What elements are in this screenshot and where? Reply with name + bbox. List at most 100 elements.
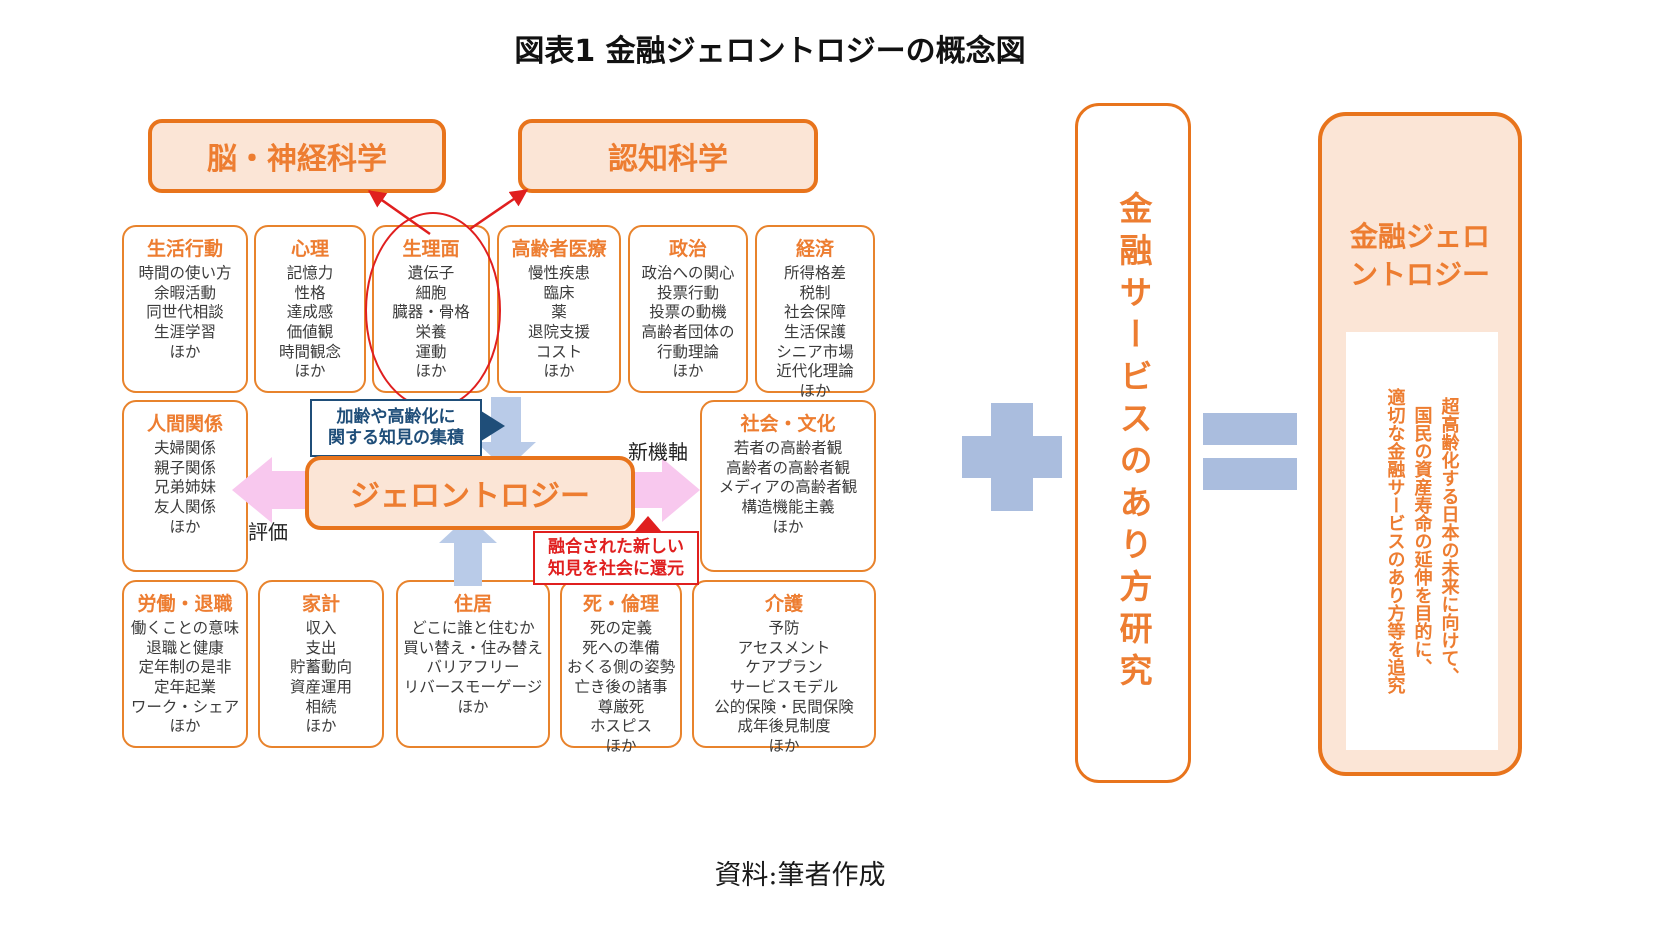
list-item: ほか xyxy=(169,717,201,736)
list-item: ケアプラン xyxy=(745,658,823,677)
source-caption: 資料:筆者作成 xyxy=(714,860,886,891)
list-item: 達成感 xyxy=(286,303,334,322)
list-item: ワーク・シェア xyxy=(130,697,240,716)
box-items: 死の定義死への準備おくる側の姿勢亡き後の諸事尊厳死ホスピスほか xyxy=(562,619,680,757)
page-title: 図表1 金融ジェロントロジーの概念図 xyxy=(514,34,1026,69)
list-item: 時間観念 xyxy=(278,342,341,361)
box-financial-services-research: 金融サービスのあり方研究 xyxy=(1075,103,1191,783)
box-title: 経済 xyxy=(795,238,834,260)
list-item: 投票の動機 xyxy=(649,303,727,322)
box-items: 働くことの意味退職と健康定年制の是非定年起業ワーク・シェアほか xyxy=(124,619,246,737)
box-items: 政治への関心投票行動投票の動機高齢者団体の行動理論ほか xyxy=(630,264,746,382)
list-item: サービスモデル xyxy=(729,678,839,697)
box-items: 慢性疾患臨床薬退院支援コストほか xyxy=(499,264,619,382)
box-title: 高齢者医療 xyxy=(511,238,607,260)
list-item: 余暇活動 xyxy=(153,283,216,302)
list-item: リバースモーゲージ xyxy=(403,678,543,697)
list-item: 政治への関心 xyxy=(641,264,735,282)
list-item: 相続 xyxy=(305,697,337,716)
list-item: ほか xyxy=(768,737,800,756)
list-item: 関する知見の集積 xyxy=(328,428,464,448)
box-items: 予防アセスメントケアプランサービスモデル公的保険・民間保険成年後見制度ほか xyxy=(694,619,874,757)
box-items: 所得格差税制社会保障生活保護シニア市場近代化理論ほか xyxy=(757,264,873,402)
list-item: 支出 xyxy=(305,638,337,657)
box-housing: 住居 どこに誰と住むか買い替え・住み替えバリアフリーリバースモーゲージほか xyxy=(396,580,550,748)
list-item: 時間の使い方 xyxy=(138,264,232,282)
box-title: 社会・文化 xyxy=(740,413,836,435)
box-brain-neuroscience-label: 脳・神経科学 xyxy=(207,142,387,177)
list-item: 兄弟姉妹 xyxy=(153,478,216,497)
list-item: ほか xyxy=(457,697,489,716)
box-items: 収入支出貯蓄動向資産運用相続ほか xyxy=(260,619,382,737)
list-item: ホスピス xyxy=(589,717,652,736)
list-item: ほか xyxy=(799,382,831,401)
list-item: 投票行動 xyxy=(656,283,719,302)
box-financial-gerontology-body: 超高齢化する日本の未来に向けて、国民の資産寿命の延伸を目的に、適切な金融サービス… xyxy=(1346,332,1498,750)
list-item: ほか xyxy=(772,517,804,536)
list-item: 亡き後の諸事 xyxy=(574,678,668,697)
box-knowledge-accumulation: 加齢や高齢化に関する知見の集積 xyxy=(310,399,482,457)
list-item: 適切な金融サービスのあり方等を追究 xyxy=(1384,388,1406,694)
box-brain-neuroscience: 脳・神経科学 xyxy=(148,119,446,193)
list-item: 性格 xyxy=(294,283,326,302)
list-item: メディアの高齢者観 xyxy=(718,478,858,497)
list-item: 慢性疾患 xyxy=(527,264,590,282)
list-item: ほか xyxy=(169,342,201,361)
list-item: 定年制の是非 xyxy=(138,658,232,677)
box-society-culture: 社会・文化 若者の高齢者観高齢者の高齢者観メディアの高齢者観構造機能主義ほか xyxy=(700,400,876,572)
evaluation-label: 評価 xyxy=(248,520,288,544)
list-item: 予防 xyxy=(768,619,800,637)
list-item: どこに誰と住むか xyxy=(411,619,535,637)
box-nursing-care: 介護 予防アセスメントケアプランサービスモデル公的保険・民間保険成年後見制度ほか xyxy=(692,580,876,755)
list-item: 加齢や高齢化に xyxy=(336,406,456,427)
highlight-ellipse xyxy=(365,212,501,409)
list-item: 同世代相談 xyxy=(146,303,224,322)
box-title: 介護 xyxy=(764,593,803,615)
box-title: 生活行動 xyxy=(146,238,223,260)
list-item: 死の定義 xyxy=(589,619,652,637)
list-item: 定年起業 xyxy=(153,678,216,697)
box-items: 若者の高齢者観高齢者の高齢者観メディアの高齢者観構造機能主義ほか xyxy=(702,439,874,537)
list-item: 税制 xyxy=(799,283,831,302)
list-item: ほか xyxy=(294,362,326,381)
list-item: 所得格差 xyxy=(783,264,846,282)
box-elderly-medicine: 高齢者医療 慢性疾患臨床薬退院支援コストほか xyxy=(497,225,621,393)
list-item: 退職と健康 xyxy=(146,638,224,657)
list-item: 死への準備 xyxy=(582,638,660,657)
box-title: 人間関係 xyxy=(146,413,223,435)
box-gerontology: ジェロントロジー xyxy=(305,456,635,530)
list-item: 貯蓄動向 xyxy=(289,658,352,677)
box-items: 時間の使い方余暇活動同世代相談生涯学習ほか xyxy=(124,264,246,362)
box-human-relations: 人間関係 夫婦関係親子関係兄弟姉妹友人関係ほか xyxy=(122,400,248,572)
list-item: おくる側の姿勢 xyxy=(566,658,676,677)
list-item: アセスメント xyxy=(737,638,831,657)
box-politics: 政治 政治への関心投票行動投票の動機高齢者団体の行動理論ほか xyxy=(628,225,748,393)
list-item: 近代化理論 xyxy=(776,362,854,381)
list-item: ントロジー xyxy=(1349,257,1490,291)
plus-icon xyxy=(991,403,1033,511)
list-item: ほか xyxy=(543,362,575,381)
list-item: ほか xyxy=(605,737,637,756)
list-item: ほか xyxy=(305,717,337,736)
box-labor-retirement: 労働・退職 働くことの意味退職と健康定年制の是非定年起業ワーク・シェアほか xyxy=(122,580,248,748)
list-item: 公的保険・民間保険 xyxy=(714,697,854,716)
equals-icon xyxy=(1203,458,1297,490)
box-financial-services-research-label: 金融サービスのあり方研究 xyxy=(1114,191,1153,695)
box-title: 労働・退職 xyxy=(137,593,233,615)
equals-icon xyxy=(1203,413,1297,445)
list-item: 資産運用 xyxy=(289,678,352,697)
list-item: 買い替え・住み替え xyxy=(403,638,543,657)
list-item: バリアフリー xyxy=(426,658,520,677)
box-cognitive-science: 認知科学 xyxy=(518,119,818,193)
arrow-to-cognitive-science xyxy=(469,188,529,231)
list-item: 生涯学習 xyxy=(153,323,216,342)
triangle-feedback-pointer xyxy=(635,516,661,531)
box-psychology: 心理 記憶力性格達成感価値観時間観念ほか xyxy=(254,225,366,393)
list-item: 超高齢化する日本の未来に向けて、 xyxy=(1438,397,1460,685)
list-item: シニア市場 xyxy=(776,342,854,361)
list-item: コスト xyxy=(535,342,583,361)
box-gerontology-label: ジェロントロジー xyxy=(350,479,590,514)
list-item: 国民の資産寿命の延伸を目的に、 xyxy=(1411,406,1433,676)
box-death-ethics: 死・倫理 死の定義死への準備おくる側の姿勢亡き後の諸事尊厳死ホスピスほか xyxy=(560,580,682,755)
